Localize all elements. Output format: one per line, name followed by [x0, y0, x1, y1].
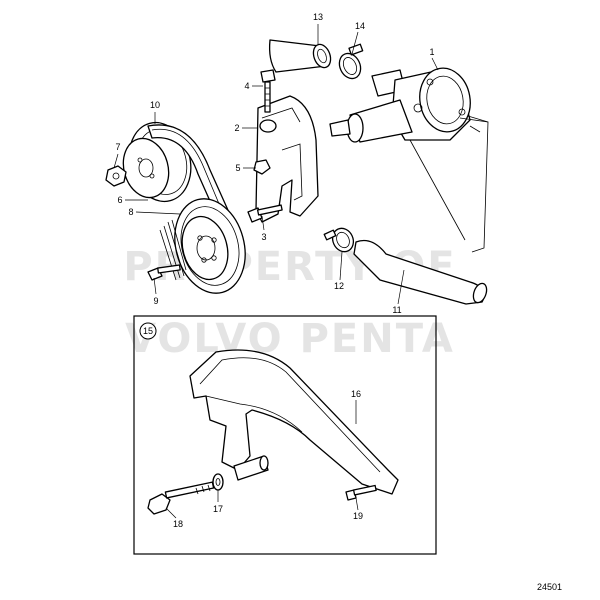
kit-15-inset: 15 [133, 315, 437, 555]
callout-8: 8 [128, 207, 133, 217]
spacer-bushing [233, 455, 269, 481]
bolt-bracket [247, 204, 283, 223]
callout-7: 7 [115, 142, 120, 152]
bolt-long [147, 481, 215, 515]
pulley-lower [159, 198, 246, 294]
pump-outlet-guide-2 [409, 139, 466, 241]
lower-hose [353, 239, 488, 305]
callout-10: 10 [150, 100, 160, 110]
callout-18: 18 [173, 519, 183, 529]
belt-guard [189, 349, 399, 495]
callout-numbers: 13 14 1 4 2 5 3 10 7 6 8 9 12 11 16 17 1… [115, 12, 434, 529]
callout-6: 6 [117, 195, 122, 205]
callout-11: 11 [392, 305, 401, 315]
callout-17: 17 [213, 504, 223, 514]
screw-small [345, 484, 377, 501]
hose-clamp-lower [323, 227, 355, 253]
inset-frame [133, 315, 437, 555]
callout-5: 5 [235, 163, 240, 173]
callout-19: 19 [353, 511, 363, 521]
pump-bracket [255, 95, 319, 223]
nut-pulley [105, 165, 127, 187]
sea-water-pump [329, 67, 489, 143]
drawing-number: 24501 [537, 582, 562, 592]
washer [212, 473, 224, 491]
callout-16: 16 [351, 389, 361, 399]
pump-outlet-guide [459, 117, 489, 253]
callout-1: 1 [429, 47, 434, 57]
callout-12: 12 [334, 281, 344, 291]
inset-label: 15 [143, 326, 153, 336]
bolt-lower [147, 264, 181, 281]
callout-14: 14 [355, 21, 365, 31]
callout-2: 2 [234, 123, 239, 133]
watermark-line-2: VOLVO PENTA [125, 316, 455, 362]
callout-3: 3 [261, 232, 266, 242]
callout-9: 9 [153, 296, 158, 306]
bolt-upper [260, 69, 276, 113]
nut-bracket [253, 159, 271, 175]
callout-4: 4 [244, 81, 249, 91]
hose-clamp-upper [338, 43, 364, 80]
leader-lines [113, 24, 439, 519]
inset-label-circle [139, 322, 157, 340]
upper-hose [268, 39, 332, 73]
callout-13: 13 [313, 12, 323, 22]
